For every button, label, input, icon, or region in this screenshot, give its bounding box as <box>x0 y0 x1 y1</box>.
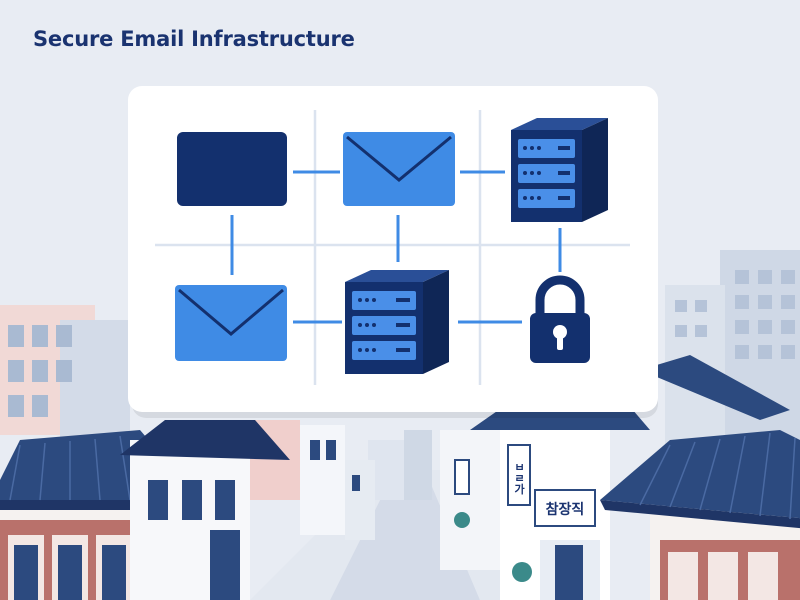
hanok-building-right <box>600 430 800 600</box>
page-title: Secure Email Infrastructure <box>33 27 355 51</box>
roof-top-right <box>640 355 790 420</box>
shop-building-right <box>440 395 650 600</box>
rectangle-box-icon <box>177 132 287 206</box>
background-building-left <box>0 305 130 440</box>
distant-buildings <box>240 420 432 540</box>
diagram-connectors <box>230 170 562 324</box>
white-building-left <box>120 420 290 600</box>
server-icon <box>345 270 449 374</box>
diagram-grid <box>155 110 630 385</box>
sign-horizontal: 참장직 <box>546 501 585 518</box>
padlock-icon <box>530 275 590 363</box>
sign-vertical: ㅂㄹ가 <box>513 462 526 496</box>
server-icon <box>511 118 608 222</box>
envelope-icon <box>175 285 287 361</box>
envelope-icon <box>343 132 455 206</box>
